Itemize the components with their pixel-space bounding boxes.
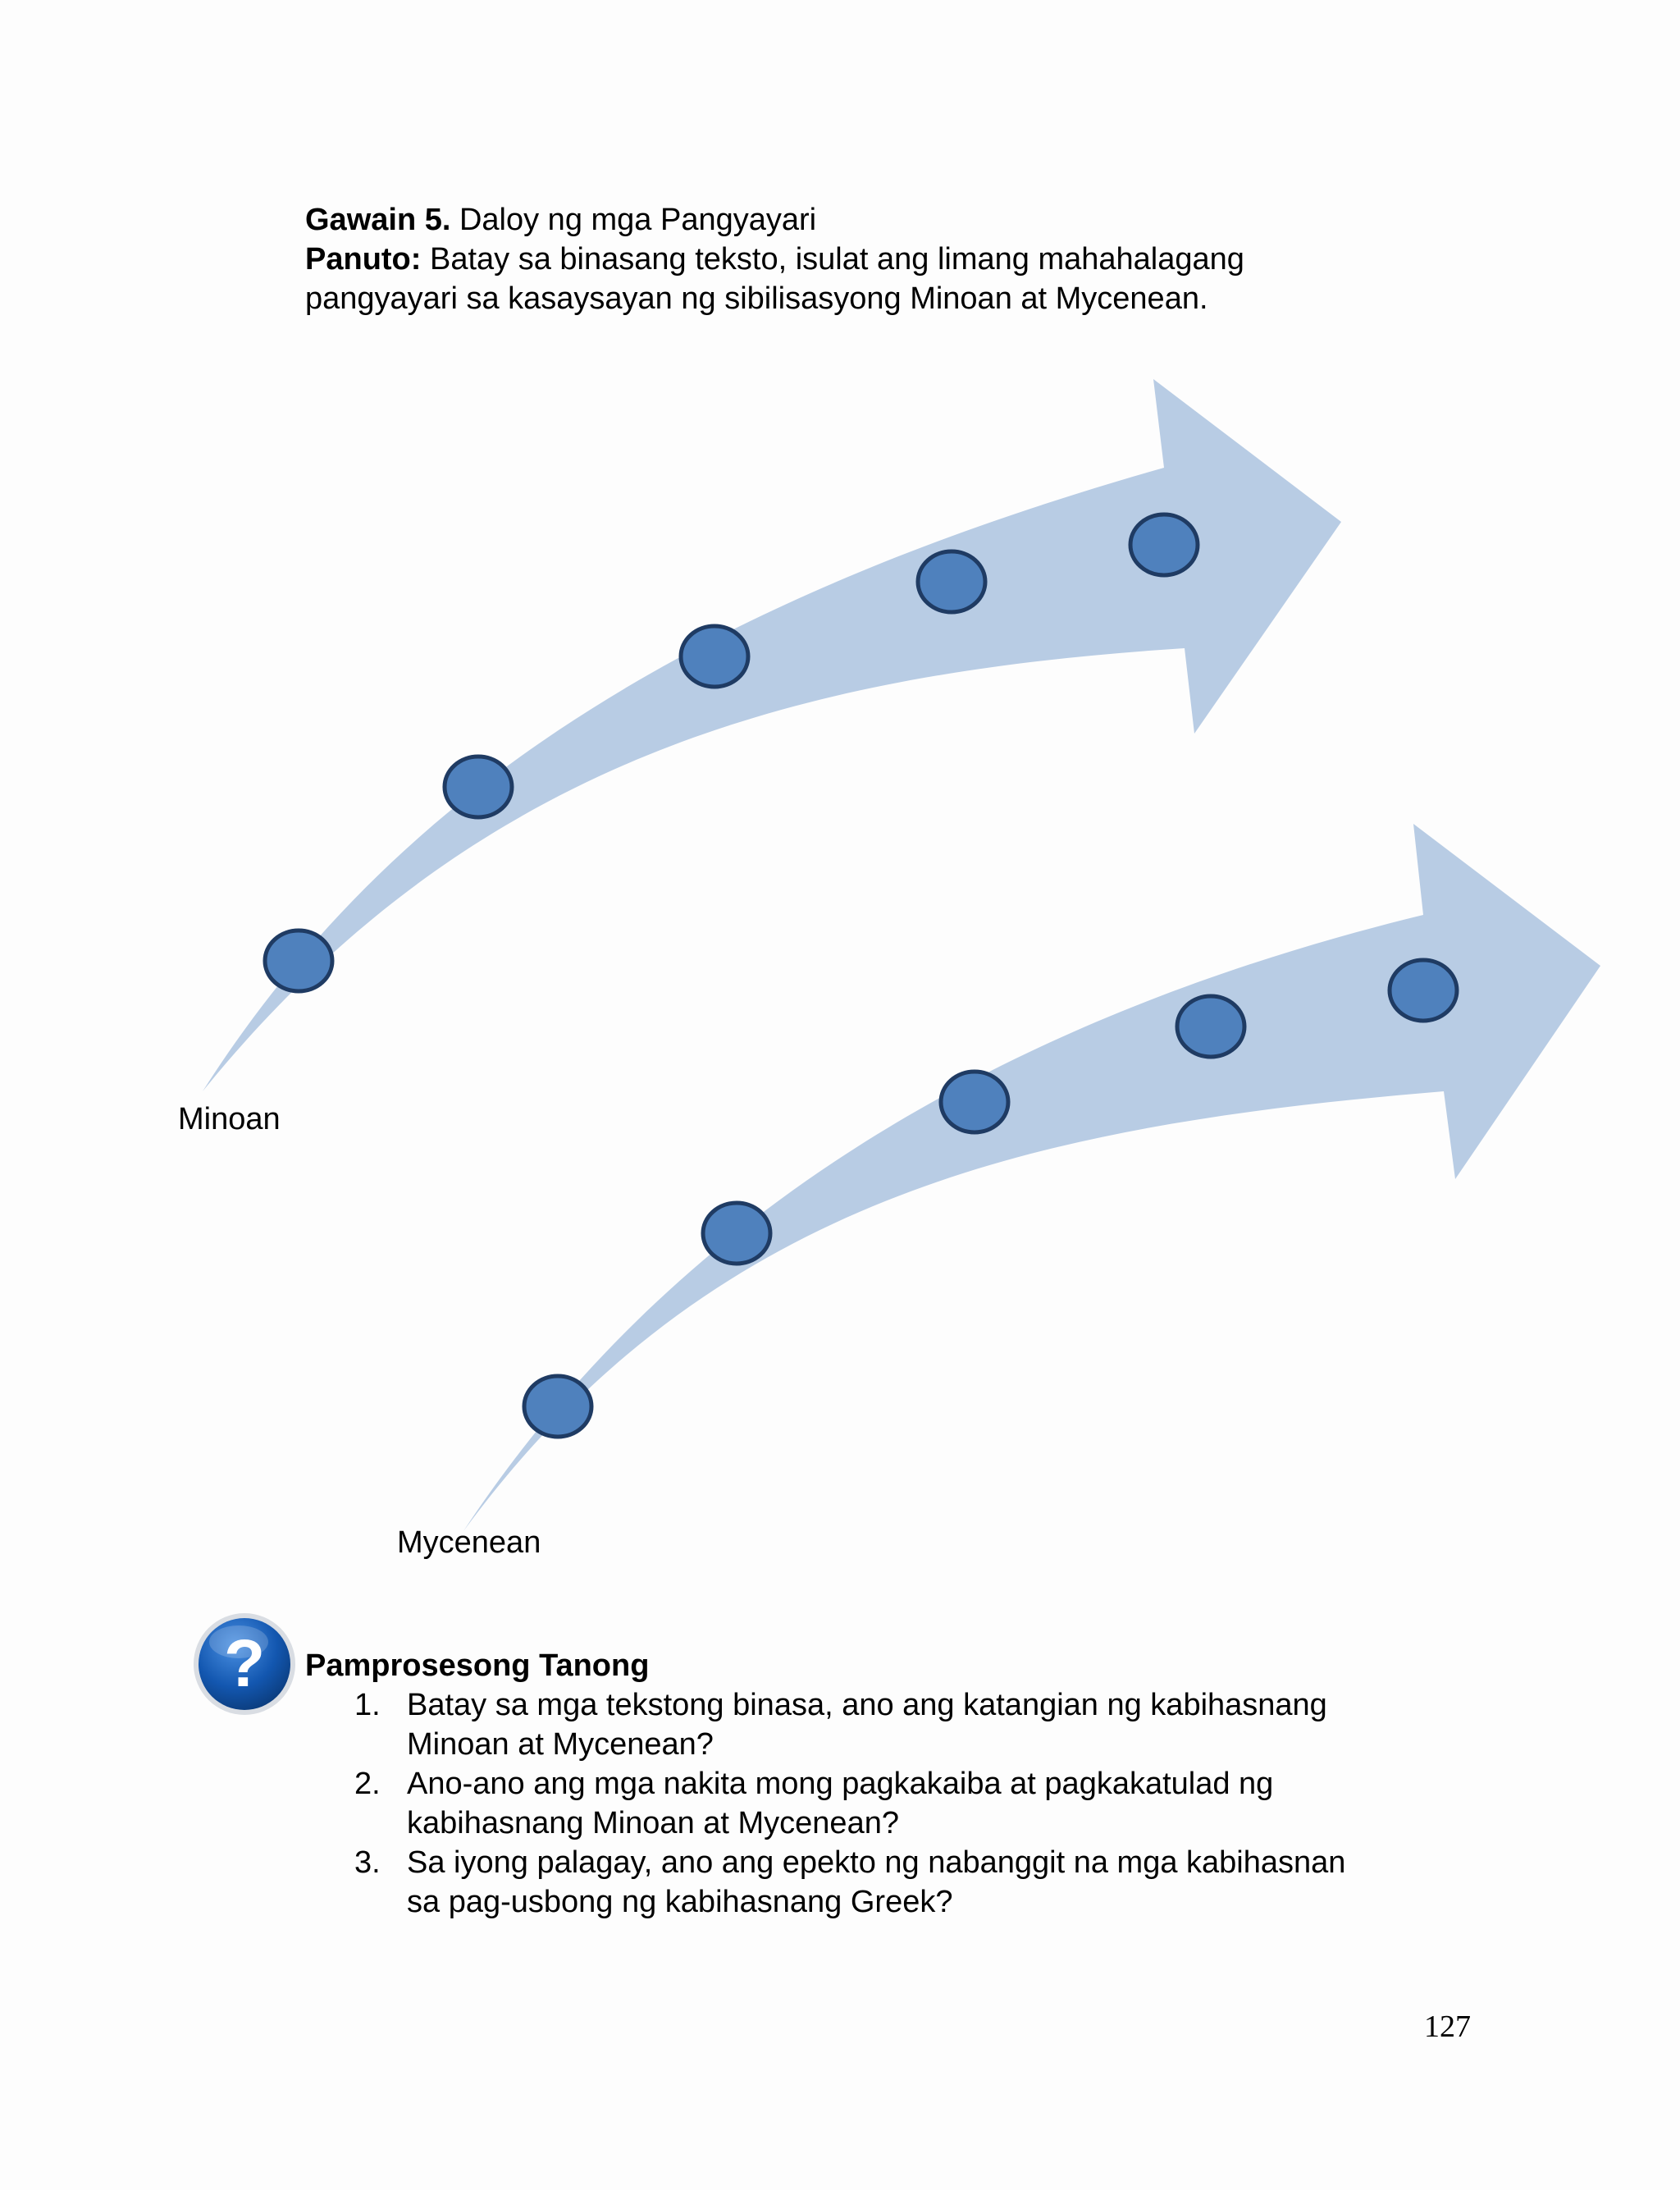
mycenean-event-circle-2[interactable] bbox=[701, 1200, 773, 1266]
instruction-line-1: Panuto: Batay sa binasang teksto, isulat… bbox=[305, 240, 1454, 279]
instruction-text-1: Batay sa binasang teksto, isulat ang lim… bbox=[430, 242, 1244, 277]
instruction-text-2: pangyayari sa kasaysayan ng sibilisasyon… bbox=[305, 281, 1208, 316]
mycenean-arrow bbox=[463, 824, 1600, 1531]
minoan-event-markers bbox=[262, 512, 1200, 994]
question-text-line: sa pag-usbong ng kabihasnang Greek? bbox=[407, 1885, 953, 1919]
svg-text:?: ? bbox=[224, 1626, 265, 1701]
minoan-event-circle-5[interactable] bbox=[1128, 512, 1200, 578]
question-text-line: Sa iyong palagay, ano ang epekto ng naba… bbox=[407, 1845, 1346, 1880]
minoan-label: Minoan bbox=[178, 1102, 281, 1136]
mycenean-label: Mycenean bbox=[397, 1525, 541, 1560]
question-text-line: Ano-ano ang mga nakita mong pagkakaiba a… bbox=[407, 1767, 1274, 1801]
activity-header: Gawain 5. Daloy ng mga Pangyayari Panuto… bbox=[305, 200, 1454, 318]
questions-list: 1. Batay sa mga tekstong binasa, ano ang… bbox=[354, 1685, 1503, 1922]
mycenean-event-circle-3[interactable] bbox=[938, 1069, 1011, 1135]
minoan-event-circle-3[interactable] bbox=[678, 624, 751, 689]
minoan-arrow bbox=[203, 379, 1341, 1091]
question-number: 1. bbox=[354, 1688, 381, 1722]
question-text-line: Batay sa mga tekstong binasa, ano ang ka… bbox=[407, 1688, 1327, 1722]
minoan-event-circle-4[interactable] bbox=[915, 549, 988, 615]
questions-title: Pamprosesong Tanong bbox=[305, 1648, 650, 1683]
question-item: 3. Sa iyong palagay, ano ang epekto ng n… bbox=[354, 1843, 1503, 1922]
activity-label: Gawain 5. bbox=[305, 203, 451, 237]
question-mark-icon: ? bbox=[194, 1613, 295, 1715]
mycenean-event-circle-5[interactable] bbox=[1387, 958, 1459, 1023]
page-number: 127 bbox=[1424, 2009, 1471, 2044]
question-text-line: Minoan at Mycenean? bbox=[407, 1727, 714, 1762]
minoan-event-circle-1[interactable] bbox=[262, 928, 335, 994]
mycenean-event-circle-1[interactable] bbox=[522, 1374, 594, 1439]
question-item: 1. Batay sa mga tekstong binasa, ano ang… bbox=[354, 1685, 1503, 1764]
mycenean-event-markers bbox=[522, 958, 1459, 1439]
question-text-line: kabihasnang Minoan at Mycenean? bbox=[407, 1806, 899, 1840]
mycenean-event-circle-4[interactable] bbox=[1175, 994, 1247, 1059]
activity-title-line: Gawain 5. Daloy ng mga Pangyayari bbox=[305, 200, 1454, 240]
question-number: 2. bbox=[354, 1767, 381, 1801]
question-item: 2. Ano-ano ang mga nakita mong pagkakaib… bbox=[354, 1764, 1503, 1843]
question-number: 3. bbox=[354, 1845, 381, 1880]
activity-title: Daloy ng mga Pangyayari bbox=[459, 203, 817, 237]
minoan-event-circle-2[interactable] bbox=[442, 754, 514, 820]
instruction-label: Panuto: bbox=[305, 242, 422, 277]
